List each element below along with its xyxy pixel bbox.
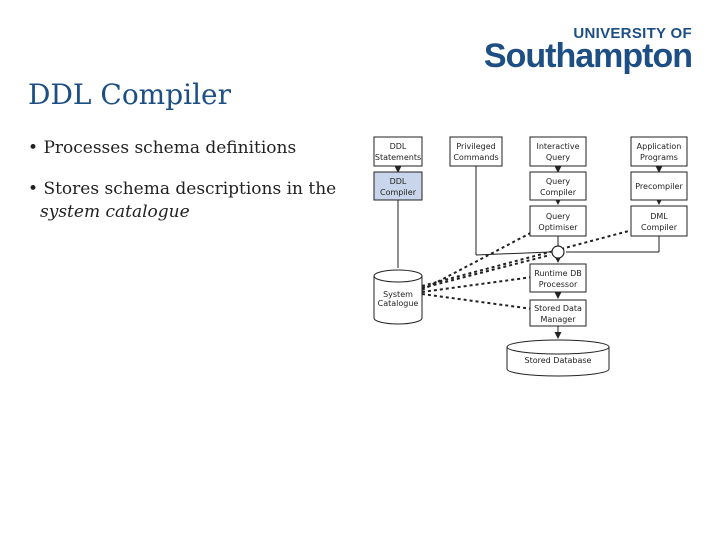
label-line: Privileged (456, 142, 495, 151)
label-line: Query (546, 212, 571, 221)
label-line: Manager (540, 315, 576, 324)
label-line: Compiler (641, 223, 678, 232)
node-system-catalogue: System Catalogue (373, 269, 423, 325)
label-line: Application (637, 142, 682, 151)
node-query-compiler: Query Compiler (529, 171, 587, 201)
university-logo: UNIVERSITY OF Southampton (483, 25, 693, 75)
bullet-item: Processes schema definitions (28, 137, 358, 160)
bullet-text: Stores schema descriptions in the (43, 179, 337, 199)
bullet-list: Processes schema definitions Stores sche… (28, 137, 358, 242)
label-line: Compiler (540, 188, 577, 197)
node-application-programs: Application Programs (630, 136, 688, 167)
node-ddl-compiler: DDL Compiler (373, 171, 423, 201)
label-line: Query (546, 153, 571, 162)
slide-title: DDL Compiler (28, 78, 232, 111)
junction-node (551, 245, 565, 259)
label-line: Commands (453, 153, 498, 162)
dashed-connectors (421, 227, 641, 311)
node-interactive-query: Interactive Query (529, 136, 587, 167)
node-precompiler: Precompiler (630, 171, 688, 201)
label-line: Compiler (380, 188, 417, 197)
solid-connectors (394, 166, 663, 339)
label-line: DDL (390, 142, 407, 151)
node-dml-compiler: DML Compiler (630, 205, 688, 237)
node-ddl-statements: DDL Statements (373, 136, 423, 167)
label-line: Interactive (536, 142, 579, 151)
label-line: System (383, 290, 413, 299)
bullet-item: Stores schema descriptions in the system… (28, 178, 358, 224)
node-runtime-db-processor: Runtime DB Processor (529, 263, 587, 293)
node-stored-database: Stored Database (506, 339, 610, 377)
bullet-emphasis: system catalogue (40, 202, 190, 222)
label-line: Processor (539, 280, 578, 289)
label-line: Stored Database (525, 356, 592, 365)
label-line: Stored Data (534, 304, 582, 313)
label-line: Query (546, 177, 571, 186)
logo-main-text: Southampton (483, 37, 693, 75)
label-line: Runtime DB (534, 269, 582, 278)
label-line: Optimiser (538, 223, 578, 232)
label-line: Programs (640, 153, 678, 162)
label-line: DML (650, 212, 668, 221)
label-line: Precompiler (635, 182, 683, 191)
label-line: Catalogue (378, 299, 419, 308)
logo-top-text: UNIVERSITY OF (573, 25, 692, 42)
label-line: DDL (390, 177, 407, 186)
node-privileged-commands: Privileged Commands (449, 136, 503, 167)
node-stored-data-manager: Stored Data Manager (529, 299, 587, 327)
node-query-optimiser: Query Optimiser (529, 205, 587, 237)
label-line: Statements (375, 153, 421, 162)
bullet-text: Processes schema definitions (43, 138, 297, 158)
